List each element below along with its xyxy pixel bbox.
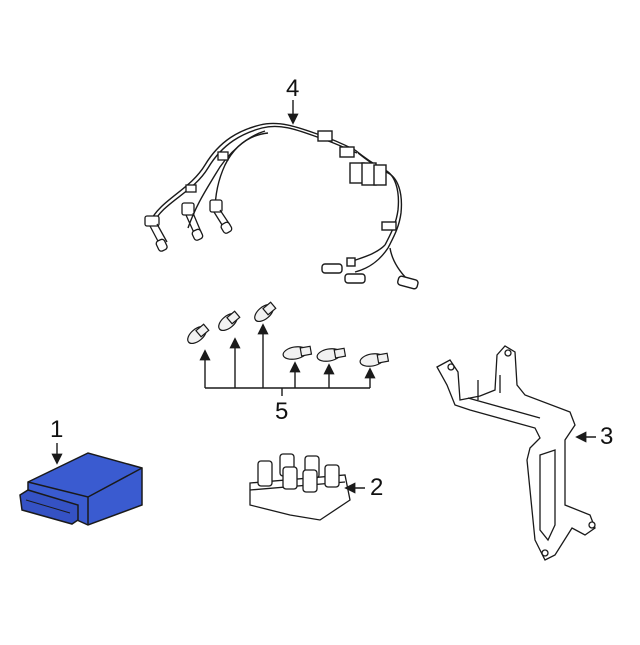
control-module[interactable] — [19, 452, 143, 526]
ignition-coil-pack[interactable] — [249, 453, 351, 521]
callout-3: 3 — [600, 423, 614, 450]
callout-1: 1 — [50, 416, 64, 443]
mounting-bracket[interactable] — [436, 345, 596, 561]
callout-4: 4 — [286, 75, 300, 102]
callout-5-leaders — [199, 323, 376, 396]
spark-plugs[interactable] — [185, 301, 390, 368]
spark-plug-wire-set[interactable] — [144, 122, 419, 290]
callout-2: 2 — [370, 474, 384, 501]
callout-5: 5 — [275, 398, 289, 425]
